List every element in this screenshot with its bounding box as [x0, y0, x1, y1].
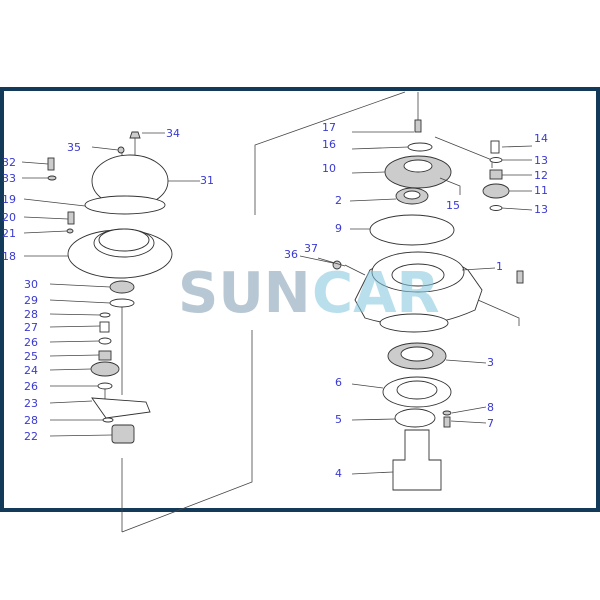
label-16: 16 [322, 138, 336, 151]
label-4: 4 [335, 467, 342, 480]
needle-bearing-12 [489, 169, 503, 180]
plug-34 [129, 131, 141, 139]
ring-28 [99, 312, 111, 318]
label-32: 32 [2, 156, 16, 169]
label-18: 18 [2, 250, 16, 263]
washer-33 [47, 175, 57, 181]
label-28: 28 [24, 308, 38, 321]
gear-30 [109, 280, 135, 294]
label-29: 29 [24, 294, 38, 307]
washer-26b [97, 382, 113, 390]
label-15: 15 [446, 199, 460, 212]
right-assembly [332, 119, 524, 491]
label-3: 3 [487, 356, 494, 369]
label-21: 21 [2, 227, 16, 240]
bolt-7 [443, 416, 451, 428]
watermark-logo: SUN CAR [178, 261, 440, 326]
bushing-27 [99, 321, 110, 333]
label-25: 25 [24, 350, 38, 363]
label-24: 24 [24, 364, 38, 377]
label-36: 36 [284, 248, 298, 261]
sun-gear-22 [111, 424, 135, 444]
label-1: 1 [496, 260, 503, 273]
label-9: 9 [335, 222, 342, 235]
leader-lines [21, 131, 533, 475]
watermark-car: CAR [312, 261, 440, 326]
label-5: 5 [335, 413, 342, 426]
label-37: 37 [304, 242, 318, 255]
group-connector-lines [121, 91, 419, 533]
plate-16 [407, 142, 433, 152]
label-35: 35 [67, 141, 81, 154]
label-33: 33 [2, 172, 16, 185]
needle-bearing-25 [98, 350, 112, 361]
label-30: 30 [24, 278, 38, 291]
label-12: 12 [534, 169, 548, 182]
o-ring-19 [84, 195, 166, 215]
pin-15 [439, 177, 461, 195]
left-assembly [47, 131, 173, 444]
label-10: 10 [322, 162, 336, 175]
label-22: 22 [24, 430, 38, 443]
label-23: 23 [24, 397, 38, 410]
bolt-housing [516, 270, 524, 284]
pin-14 [490, 140, 500, 154]
washer-13 [489, 157, 503, 163]
label-26: 26 [24, 336, 38, 349]
ring-28b [102, 417, 114, 423]
part-labels: 32 33 35 34 31 19 20 21 18 30 29 28 27 2… [2, 121, 548, 480]
label-7: 7 [487, 417, 494, 430]
label-28b: 28 [24, 414, 38, 427]
o-ring-9 [369, 214, 455, 246]
pinion-shaft-4 [392, 429, 442, 491]
planet-gear-11 [482, 183, 510, 199]
seal-5 [394, 408, 436, 428]
label-19: 19 [2, 193, 16, 206]
plug-35 [117, 146, 125, 154]
washer-26 [98, 337, 112, 345]
label-6: 6 [335, 376, 342, 389]
label-8: 8 [487, 401, 494, 414]
gear-24 [90, 361, 120, 377]
thrust-washer-29 [109, 298, 135, 308]
label-17: 17 [322, 121, 336, 134]
carrier-23 [91, 397, 151, 419]
label-13: 13 [534, 154, 548, 167]
label-11: 11 [534, 184, 548, 197]
pin-37 [344, 264, 366, 276]
label-31: 31 [200, 174, 214, 187]
bolt-17 [414, 119, 422, 133]
bolt-32 [47, 157, 55, 171]
watermark-sun: SUN [178, 261, 311, 326]
washer-21 [66, 228, 74, 234]
washer-8 [442, 410, 452, 416]
bolt-20 [67, 211, 75, 225]
washer-13b [489, 205, 503, 211]
label-34: 34 [166, 127, 180, 140]
label-13b: 13 [534, 203, 548, 216]
o-ring-housing [379, 313, 449, 333]
label-20: 20 [2, 211, 16, 224]
label-14: 14 [534, 132, 548, 145]
label-27: 27 [24, 321, 38, 334]
label-26b: 26 [24, 380, 38, 393]
label-2: 2 [335, 194, 342, 207]
